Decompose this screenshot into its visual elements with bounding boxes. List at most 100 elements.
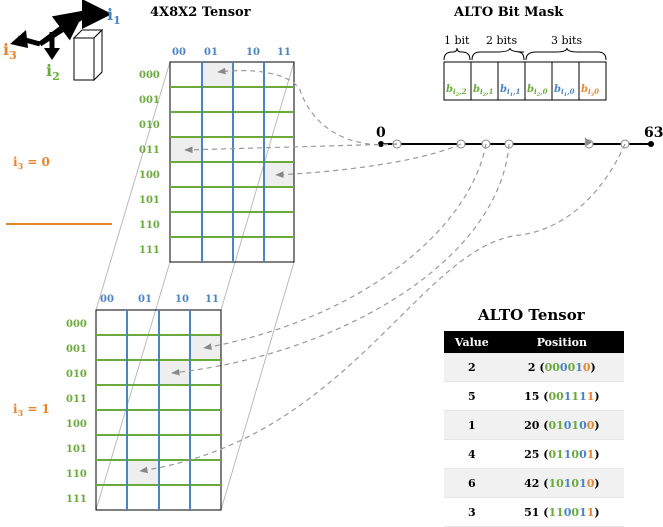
position-bit: 0 — [586, 476, 595, 490]
position-bit: 1 — [579, 505, 587, 519]
axis-legend: i1 i3 i2 — [3, 0, 121, 83]
line-start-label: 0 — [376, 125, 386, 141]
position-bit: 0 — [548, 418, 557, 432]
col-value-header: Value — [444, 331, 500, 353]
i1-label: i1 — [107, 5, 121, 27]
s1-row-7: 111 — [66, 494, 87, 505]
s1-col-2: 10 — [175, 294, 189, 305]
i2-label: i2 — [46, 61, 60, 83]
position-bit: 0 — [571, 505, 580, 519]
s0-col-3: 11 — [277, 47, 291, 58]
position-bit: 1 — [563, 476, 572, 490]
mask-bit-5: bi2,2 — [446, 84, 467, 98]
mask-group-2: 2 bits — [486, 34, 517, 47]
alto-bit-mask: ALTO Bit Mask 1 bit 2 bits 3 bits bi2,2 … — [443, 5, 607, 101]
tensor-title: 4X8X2 Tensor — [150, 5, 251, 20]
position-bit: 0 — [579, 418, 587, 432]
position-bit: 0 — [571, 447, 580, 461]
position-bit: 0 — [582, 360, 591, 374]
position-bit: 0 — [567, 360, 576, 374]
line-end-label: 63 — [644, 125, 663, 141]
position-bit: 0 — [579, 447, 587, 461]
position-decimal: 2 — [527, 360, 536, 374]
row-value: 2 — [444, 353, 500, 382]
row-position: 42 (101010) — [499, 468, 624, 498]
position-bit: 1 — [556, 447, 564, 461]
i3-label: i3 — [3, 40, 17, 62]
s0-row-4: 100 — [139, 170, 160, 181]
row-position: 2 (000010) — [499, 353, 624, 382]
position-decimal: 51 — [524, 505, 540, 519]
alto-tensor-title: ALTO Tensor — [478, 306, 585, 324]
row-value: 4 — [444, 439, 500, 469]
s0-row-3: 011 — [139, 145, 160, 156]
row-value: 1 — [444, 410, 500, 440]
position-bit: 1 — [563, 447, 572, 461]
position-decimal: 25 — [524, 447, 540, 461]
row-value: 3 — [444, 497, 500, 527]
s0-row-2: 010 — [139, 120, 160, 131]
position-bit: 1 — [556, 418, 564, 432]
position-bit: 1 — [563, 389, 572, 403]
position-bit: 0 — [552, 360, 560, 374]
s1-row-2: 010 — [66, 369, 87, 380]
s1-row-0: 000 — [66, 319, 87, 330]
s0-col-1: 01 — [204, 47, 218, 58]
s1-row-6: 110 — [66, 469, 87, 480]
row-value: 5 — [444, 381, 500, 411]
position-bit: 0 — [586, 418, 595, 432]
s0-row-5: 101 — [139, 195, 160, 206]
position-bit: 1 — [586, 447, 595, 461]
s0-row-0: 000 — [139, 70, 160, 81]
slice-0-grid: 00 01 10 11 000 001 010 011 100 101 110 … — [139, 47, 295, 263]
position-bit: 1 — [586, 505, 595, 519]
s1-row-3: 011 — [66, 394, 87, 405]
mask-bit-1: bi1,0 — [554, 84, 575, 98]
mapping-arrows — [139, 67, 626, 474]
position-bit: 0 — [556, 389, 564, 403]
position-bit: 0 — [559, 360, 568, 374]
col-position-header: Position — [499, 331, 624, 353]
mask-bit-4: bi2,1 — [473, 84, 493, 98]
mask-group-1: 1 bit — [444, 34, 470, 47]
s1-row-5: 101 — [66, 444, 87, 455]
linear-index-line: 0 63 — [376, 125, 663, 149]
s0-row-1: 001 — [139, 95, 160, 106]
s1-row-1: 001 — [66, 344, 87, 355]
row-position: 25 (011001) — [499, 439, 624, 469]
position-decimal: 20 — [524, 418, 540, 432]
position-bit: 1 — [571, 389, 580, 403]
s0-col-2: 10 — [246, 47, 260, 58]
position-bit: 1 — [579, 389, 587, 403]
row-position: 51 (110011) — [499, 497, 624, 527]
s1-row-4: 100 — [66, 419, 87, 430]
position-bit: 0 — [544, 360, 553, 374]
s0-col-0: 00 — [172, 47, 186, 58]
row-position: 20 (010100) — [499, 410, 624, 440]
position-bit: 1 — [571, 418, 580, 432]
mask-bit-2: bi2,0 — [527, 84, 548, 98]
position-bit: 1 — [586, 389, 595, 403]
position-decimal: 42 — [524, 476, 540, 490]
position-bit: 0 — [571, 476, 580, 490]
position-bit: 1 — [548, 476, 557, 490]
row-position: 15 (001111) — [499, 381, 624, 411]
s0-row-7: 111 — [139, 245, 160, 256]
position-bit: 0 — [548, 447, 557, 461]
i1-arrow-line — [38, 11, 89, 47]
position-bit: 0 — [556, 476, 564, 490]
s0-row-6: 110 — [139, 220, 160, 231]
row-value: 6 — [444, 468, 500, 498]
s1-col-3: 11 — [205, 294, 219, 305]
s1-col-1: 01 — [138, 294, 152, 305]
slice-1-label: i3 = 1 — [13, 402, 50, 418]
position-bit: 1 — [575, 360, 583, 374]
slice-0-label: i3 = 0 — [13, 155, 50, 171]
